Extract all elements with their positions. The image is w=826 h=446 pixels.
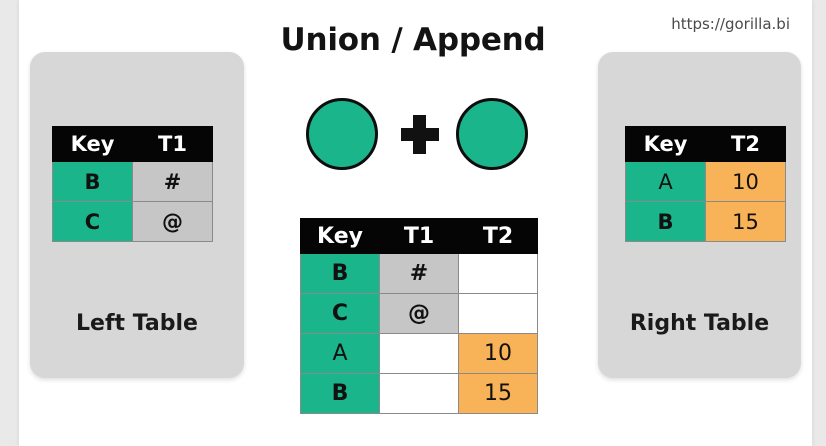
right-table-card: Key T2 A 10 B 15 Right Table: [598, 52, 801, 378]
table-row: C @: [300, 293, 538, 334]
result-table-col-t2: T2: [458, 218, 538, 254]
plus-operator-icon: [398, 112, 442, 156]
result-table-col-t1: T1: [379, 218, 459, 254]
union-diagram: [300, 98, 538, 178]
result-table-cell-t2: [458, 293, 538, 334]
right-table: Key T2 A 10 B 15: [625, 126, 786, 242]
result-table-cell-key: B: [300, 253, 380, 294]
left-table-col-key: Key: [52, 126, 133, 162]
left-table-cell-t1: @: [132, 201, 213, 242]
result-table-cell-key: C: [300, 293, 380, 334]
right-table-cell-key: B: [625, 201, 706, 242]
left-table: Key T1 B # C @: [52, 126, 213, 242]
table-header-row: Key T1: [52, 126, 213, 162]
result-table-cell-key: A: [300, 333, 380, 374]
table-row: C @: [52, 201, 213, 242]
result-table-cell-t2: 15: [458, 373, 538, 414]
left-table-card: Key T1 B # C @ Left Table: [30, 52, 244, 378]
left-table-label: Left Table: [76, 311, 198, 336]
table-header-row: Key T1 T2: [300, 218, 538, 254]
result-table-cell-t1: #: [379, 253, 459, 294]
left-table-cell-key: B: [52, 161, 133, 202]
right-table-col-t2: T2: [705, 126, 786, 162]
right-table-cell-t2: 15: [705, 201, 786, 242]
table-row: B 15: [625, 201, 786, 242]
left-table-cell-t1: #: [132, 161, 213, 202]
result-table-cell-key: B: [300, 373, 380, 414]
table-row: B #: [52, 161, 213, 202]
table-row: B 15: [300, 373, 538, 414]
source-url-watermark: https://gorilla.bi: [671, 15, 790, 33]
table-header-row: Key T2: [625, 126, 786, 162]
right-table-cell-key: A: [625, 161, 706, 202]
result-table-cell-t2: [458, 253, 538, 294]
result-table-cell-t1: [379, 373, 459, 414]
right-table-col-key: Key: [625, 126, 706, 162]
result-table-cell-t1: [379, 333, 459, 374]
right-table-cell-t2: 10: [705, 161, 786, 202]
result-table-cell-t2: 10: [458, 333, 538, 374]
left-table-col-t1: T1: [132, 126, 213, 162]
left-set-circle-icon: [306, 98, 378, 170]
right-table-label: Right Table: [629, 311, 770, 336]
result-table-cell-t1: @: [379, 293, 459, 334]
left-table-cell-key: C: [52, 201, 133, 242]
right-set-circle-icon: [456, 98, 528, 170]
result-table-col-key: Key: [300, 218, 380, 254]
page-title: Union / Append: [280, 22, 546, 58]
plus-vertical-bar: [413, 115, 426, 154]
result-table: Key T1 T2 B # C @ A 10 B: [300, 218, 538, 414]
table-row: A 10: [300, 333, 538, 374]
table-row: B #: [300, 253, 538, 294]
table-row: A 10: [625, 161, 786, 202]
